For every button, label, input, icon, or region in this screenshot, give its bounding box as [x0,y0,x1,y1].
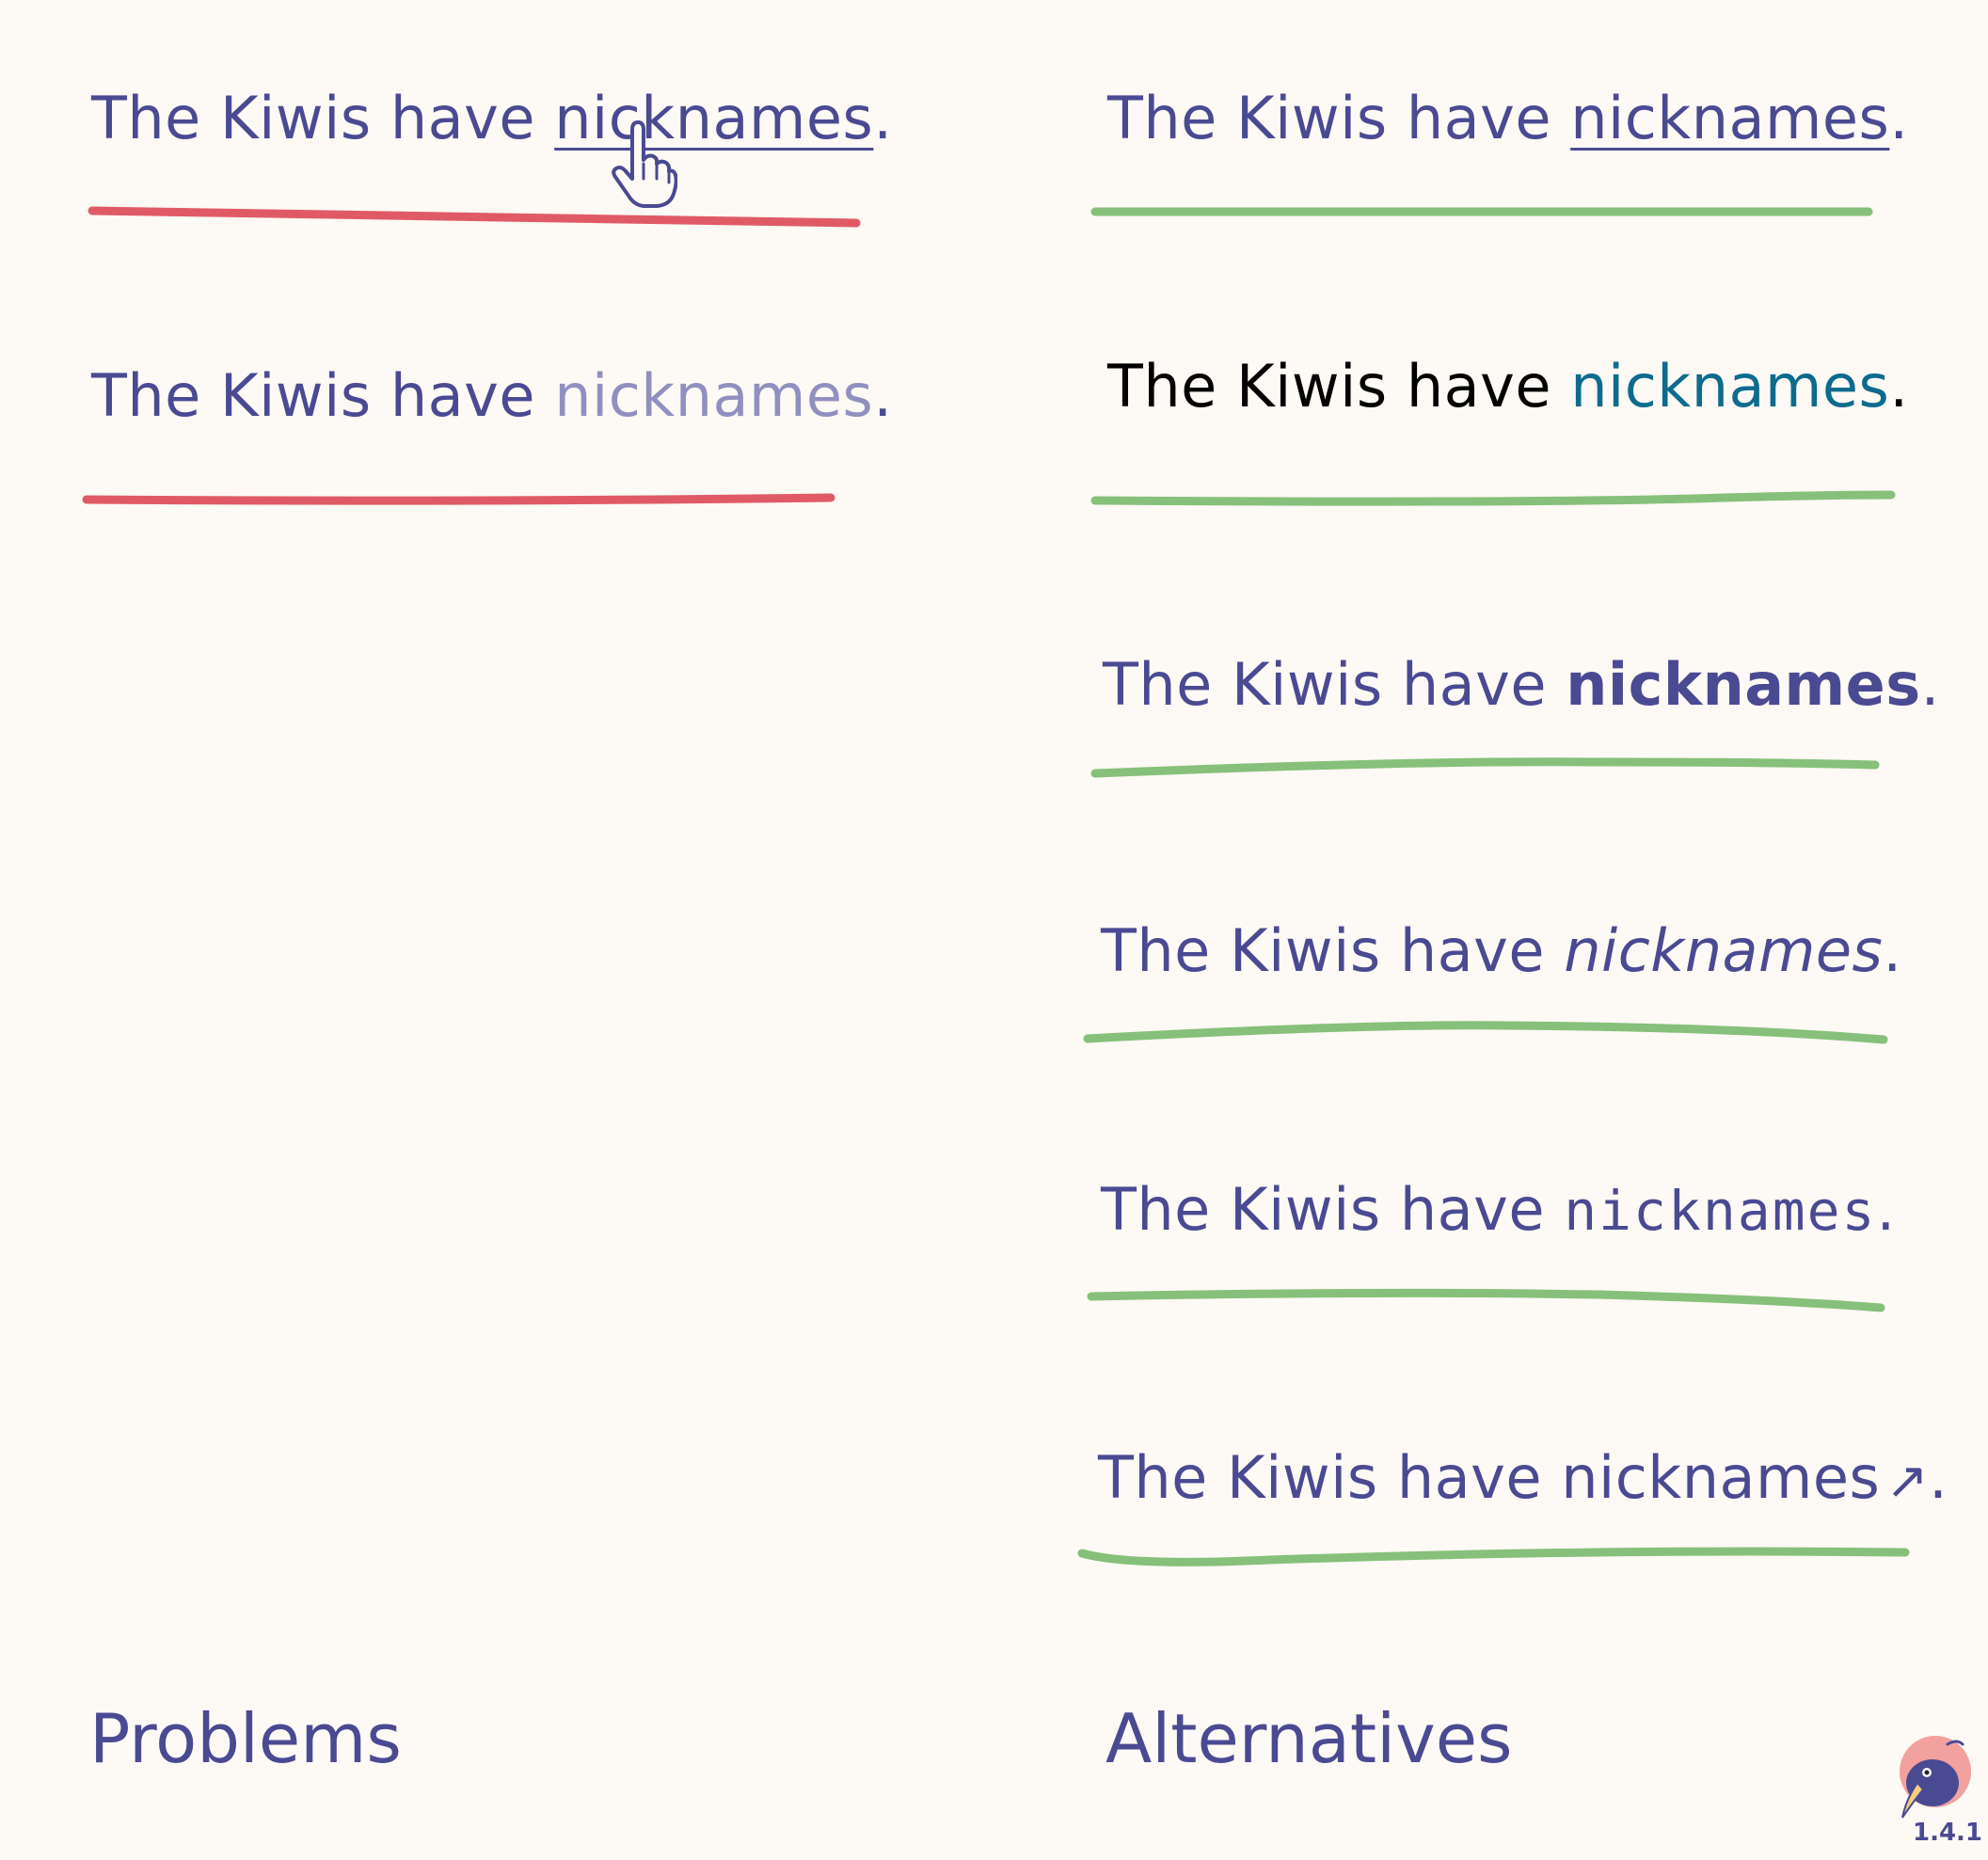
sentence-prefix: The Kiwis have [91,84,555,152]
alternative-example-4: The Kiwis have nicknames. [1101,922,1902,980]
alternative-stroke-4 [1083,1021,1888,1044]
link-nicknames[interactable]: nicknames [1561,1443,1881,1512]
problem-example-2: The Kiwis have nicknames. [91,367,893,425]
hand-cursor-icon [612,120,677,208]
sentence-suffix: . [1929,1443,1948,1512]
sentence-suffix: . [1889,84,1909,152]
link-nicknames[interactable]: nicknames [1570,352,1890,421]
alternative-stroke-2 [1090,490,1896,506]
sentence-prefix: The Kiwis have [1098,1443,1562,1512]
external-link-icon: ↗ [1885,1451,1930,1510]
link-nicknames[interactable]: nicknames [1564,916,1884,985]
link-nicknames[interactable]: nicknames [554,361,874,430]
sentence-suffix: . [1920,650,1940,719]
version-label: 1.4.1 [1913,1819,1983,1847]
link-nicknames[interactable]: nicknames [1564,1179,1877,1243]
problem-stroke-2 [82,493,835,505]
heading-problems: Problems [89,1699,402,1778]
alternative-stroke-5 [1087,1288,1885,1312]
sentence-prefix: The Kiwis have [91,361,555,430]
sentence-prefix: The Kiwis have [1101,916,1565,985]
link-nicknames[interactable]: nicknames [1566,650,1921,719]
sentence-prefix: The Kiwis have [1103,650,1567,719]
link-nicknames[interactable]: nicknames [554,84,874,152]
alternative-example-1: The Kiwis have nicknames. [1107,89,1909,148]
alternative-stroke-3 [1090,757,1880,778]
problem-example-1: The Kiwis have nicknames. [91,89,893,148]
sentence-suffix: . [873,84,893,152]
alternative-example-6: The Kiwis have nicknames↗. [1098,1449,1948,1507]
kiwi-bird-icon [1900,1736,1971,1819]
sentence-prefix: The Kiwis have [1101,1175,1565,1244]
sentence-prefix: The Kiwis have [1107,84,1571,152]
alternative-stroke-6 [1077,1547,1910,1566]
sentence-suffix: . [1889,352,1909,421]
alternative-example-5: The Kiwis have nicknames. [1101,1181,1896,1239]
sentence-suffix: . [1883,916,1902,985]
problem-stroke-1 [87,206,861,228]
alternative-example-3: The Kiwis have nicknames. [1103,656,1940,714]
heading-alternatives: Alternatives [1105,1699,1513,1778]
sentence-suffix: . [873,361,893,430]
link-nicknames[interactable]: nicknames [1570,84,1890,152]
sentence-prefix: The Kiwis have [1107,352,1571,421]
sentence-suffix: . [1876,1175,1896,1244]
alternative-example-2: The Kiwis have nicknames. [1107,358,1909,416]
